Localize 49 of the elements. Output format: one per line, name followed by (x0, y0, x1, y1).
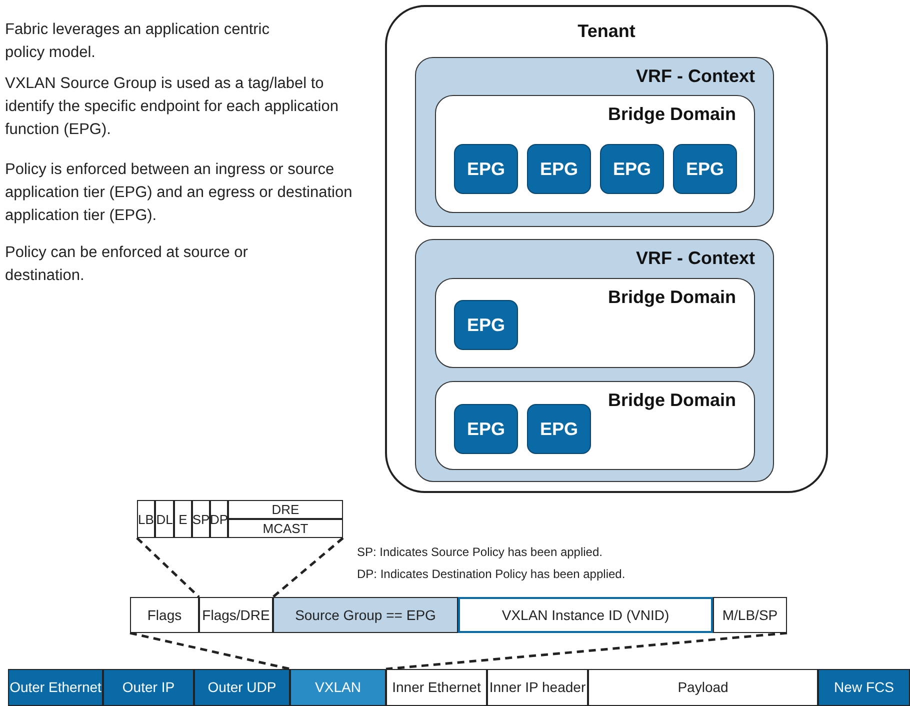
flag-bit-cell: MCAST (228, 519, 343, 538)
description-paragraph: Policy is enforced between an ingress or source application tier (EPG) and an egress or destination application tier (EPG). (5, 160, 354, 226)
epg-box: EPG (673, 144, 737, 194)
epg-box: EPG (527, 144, 591, 194)
packet-field-cell: Outer UDP (194, 669, 290, 706)
bridge-domain-container (435, 278, 755, 368)
bridge-domain-container (435, 95, 755, 213)
legend-note: SP: Indicates Source Policy has been applied. (357, 545, 604, 559)
epg-box: EPG (600, 144, 664, 194)
container-title: Bridge Domain (608, 104, 736, 125)
packet-field-cell: Payload (588, 669, 818, 706)
header-field-cell: Flags/DRE (199, 597, 273, 633)
container-title: Bridge Domain (608, 390, 736, 411)
container-title: VRF - Context (636, 66, 755, 87)
flag-bit-cell: DL (155, 500, 174, 538)
legend-note: DP: Indicates Destination Policy has been applied. (357, 567, 626, 581)
description-paragraph: Policy can be enforced at source or destination. (5, 243, 249, 286)
packet-field-cell: Outer Ethernet (8, 669, 103, 706)
container-title: Tenant (576, 21, 636, 42)
zoom-guide-line (386, 632, 788, 670)
epg-box: EPG (454, 404, 518, 454)
container-title: Bridge Domain (608, 287, 736, 308)
flag-bit-cell: DP (210, 500, 228, 538)
header-field-cell: Flags (130, 597, 199, 633)
packet-field-cell: Outer IP (103, 669, 194, 706)
flag-bit-cell: LB (137, 500, 155, 538)
description-paragraph: VXLAN Source Group is used as a tag/label to identify the specific endpoint for each application function (EPG). (5, 74, 340, 140)
flag-bit-cell: DRE (228, 500, 343, 519)
header-field-cell: M/LB/SP (713, 597, 787, 633)
zoom-guide-line (272, 537, 344, 598)
zoom-guide-line (136, 537, 200, 598)
packet-field-cell: New FCS (818, 669, 910, 706)
tenant-container (385, 5, 828, 493)
header-field-cell: VXLAN Instance ID (VNID) (458, 597, 713, 633)
bridge-domain-container (435, 381, 755, 470)
zoom-guide-line (130, 632, 290, 670)
vrf-container (415, 57, 774, 227)
epg-box: EPG (454, 144, 518, 194)
flag-bit-cell: SP (192, 500, 210, 538)
epg-box: EPG (527, 404, 591, 454)
vrf-container (415, 239, 774, 482)
flag-bit-cell: E (174, 500, 192, 538)
description-paragraph: Fabric leverages an application centric policy model. (5, 20, 270, 63)
container-title: VRF - Context (636, 248, 755, 269)
packet-field-cell: VXLAN (290, 669, 386, 706)
packet-field-cell: Inner Ethernet (386, 669, 487, 706)
packet-field-cell: Inner IP header (487, 669, 588, 706)
epg-box: EPG (454, 300, 518, 350)
header-field-cell: Source Group == EPG (273, 597, 458, 633)
